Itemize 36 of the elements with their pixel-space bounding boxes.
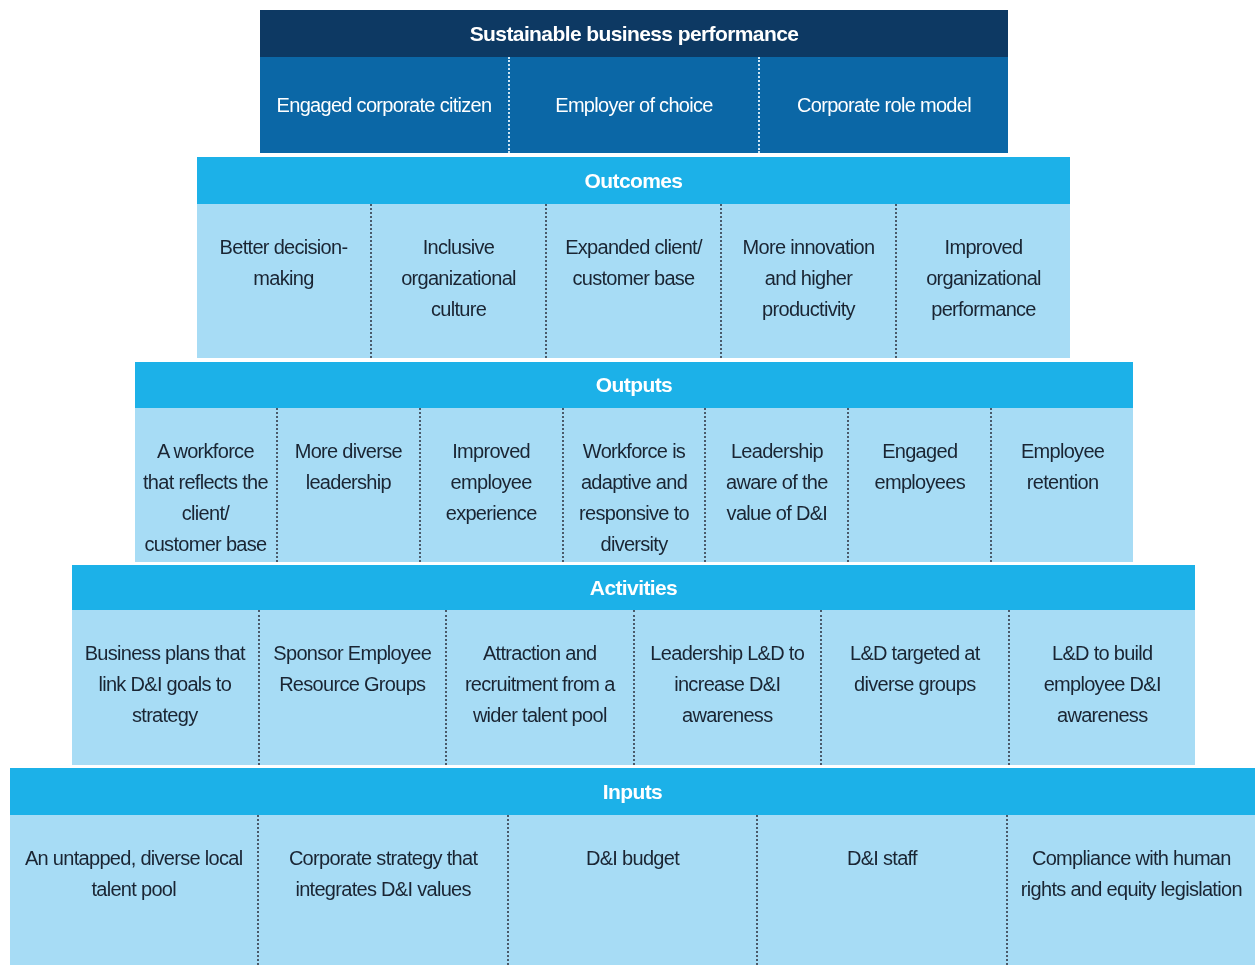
tier-heading: Outputs bbox=[135, 362, 1133, 408]
tier-cell-text: L&D targeted at diverse groups bbox=[820, 610, 1008, 765]
pyramid-tier bbox=[10, 768, 1255, 965]
tier-cell-text: Expanded client/ customer base bbox=[545, 204, 720, 358]
tier-cell-text: D&I staff bbox=[756, 815, 1006, 965]
pyramid-tier bbox=[260, 10, 1008, 153]
pyramid-tier bbox=[197, 157, 1070, 358]
tier-cell-text: Better decision-making bbox=[197, 204, 370, 358]
tier-cell-text: A workforce that reflects the client/ customer base bbox=[135, 408, 276, 562]
tier-cell-text: Corporate role model bbox=[758, 57, 1008, 153]
tier-cell-text: More innovation and higher productivity bbox=[720, 204, 895, 358]
tier-heading: Outcomes bbox=[197, 157, 1070, 204]
tier-heading: Activities bbox=[72, 565, 1195, 610]
tier-cell-text: Compliance with human rights and equity legislation bbox=[1005, 815, 1255, 965]
tier-cell-text: Employer of choice bbox=[508, 57, 758, 153]
tier-cell-text: D&I budget bbox=[506, 815, 757, 965]
tier-heading: Inputs bbox=[10, 768, 1255, 815]
tier-heading: Sustainable business performance bbox=[260, 10, 1008, 57]
tier-cell-text: Corporate strategy that integrates D&I values bbox=[257, 815, 507, 965]
tier-cell-text: Leadership aware of the value of D&I bbox=[704, 408, 848, 562]
pyramid-tier bbox=[72, 565, 1195, 765]
tier-cell-text: L&D to build employee D&I awareness bbox=[1007, 610, 1195, 765]
tier-cell-text: Workforce is adaptive and responsive to diversity bbox=[561, 408, 705, 562]
pyramid-tier bbox=[135, 362, 1133, 562]
tier-cell-text: Employee retention bbox=[990, 408, 1133, 562]
tier-cell-text: Sponsor Employee Resource Groups bbox=[257, 610, 445, 765]
tier-cell-text: Improved employee experience bbox=[418, 408, 562, 562]
tier-cell-text: Business plans that link D&I goals to strategy bbox=[72, 610, 258, 765]
tier-cell-text: Leadership L&D to increase D&I awareness bbox=[632, 610, 820, 765]
tier-cell-text: An untapped, diverse local talent pool bbox=[10, 815, 258, 965]
tier-cell-text: Engaged corporate citizen bbox=[260, 57, 508, 153]
tier-cell-text: Engaged employees bbox=[847, 408, 991, 562]
tier-cell-text: Inclusive organizational culture bbox=[370, 204, 545, 358]
tier-cell-text: Improved organizational performance bbox=[895, 204, 1070, 358]
tier-cell-text: More diverse leadership bbox=[275, 408, 419, 562]
tier-cell-text: Attraction and recruitment from a wider talent pool bbox=[445, 610, 633, 765]
